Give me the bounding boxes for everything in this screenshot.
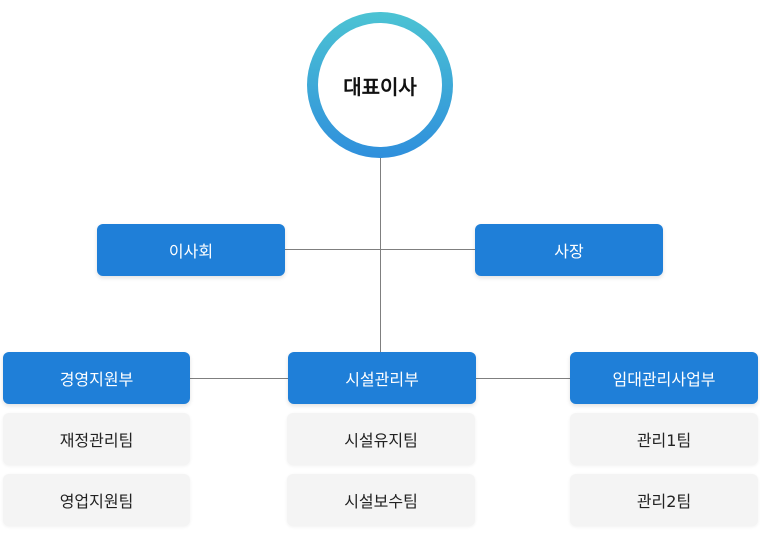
connector-vertical-main	[380, 157, 381, 354]
team-management-1: 관리1팀	[570, 413, 758, 465]
dept-facility-management: 시설관리부	[288, 352, 476, 404]
team-finance: 재정관리팀	[3, 413, 190, 465]
ceo-node: 대표이사	[307, 12, 453, 158]
board-node: 이사회	[97, 224, 285, 276]
connector-horizontal-left-dept	[190, 378, 289, 379]
connector-horizontal-right-dept	[476, 378, 571, 379]
ceo-label: 대표이사	[318, 23, 442, 147]
team-facility-maintenance: 시설유지팀	[287, 413, 475, 465]
team-management-2: 관리2팀	[570, 474, 758, 526]
team-facility-repair: 시설보수팀	[287, 474, 475, 526]
president-node: 사장	[475, 224, 663, 276]
connector-horizontal-board-ceo	[285, 249, 476, 250]
team-sales-support: 영업지원팀	[3, 474, 190, 526]
dept-management-support: 경영지원부	[3, 352, 190, 404]
dept-lease-management: 임대관리사업부	[570, 352, 758, 404]
